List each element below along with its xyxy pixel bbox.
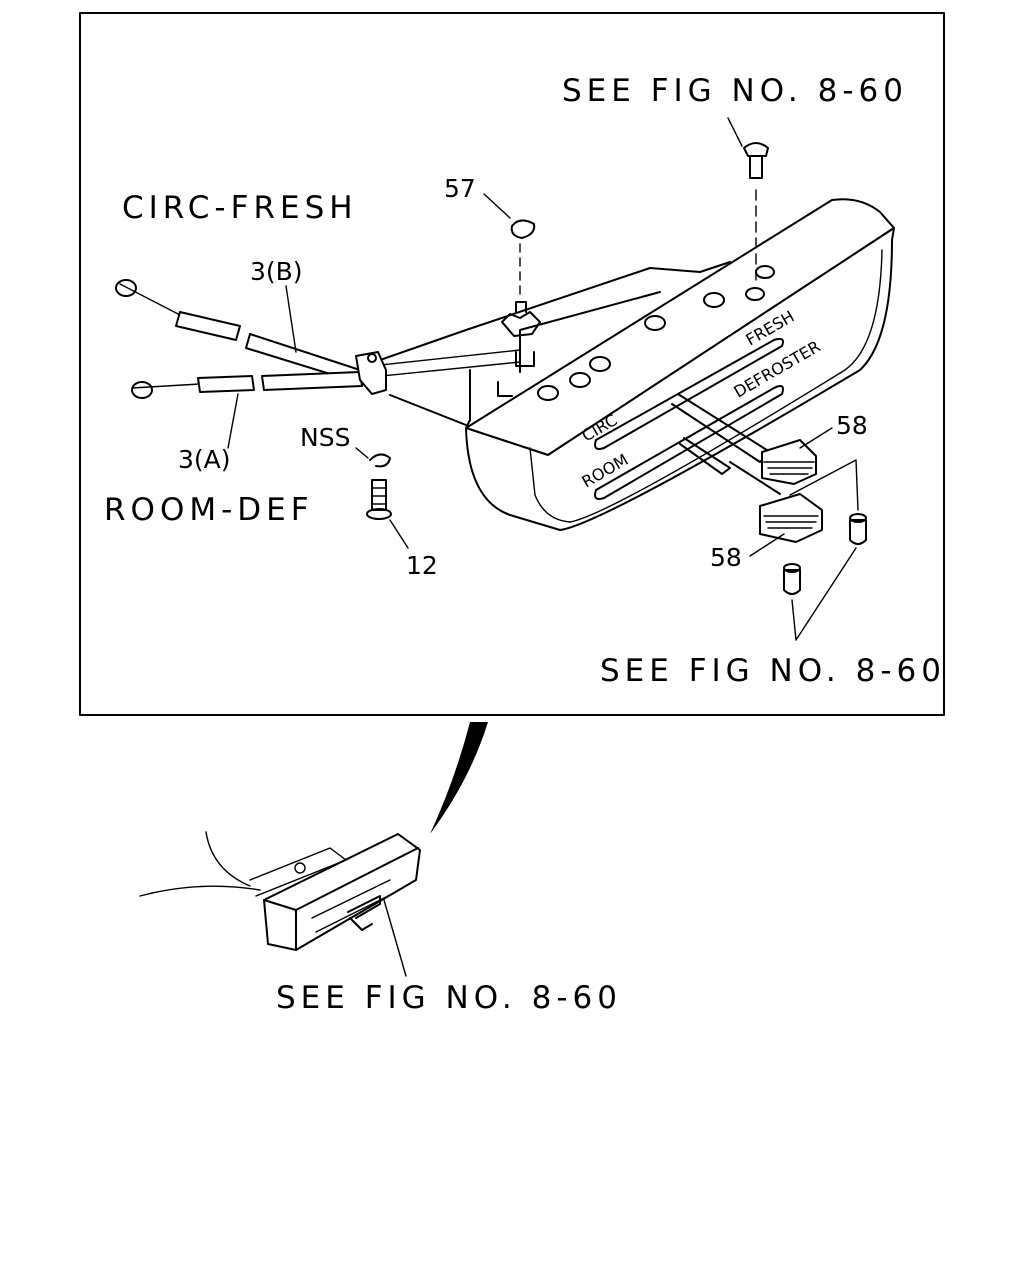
clip-57 (483, 193, 541, 337)
callout-57: 57 (444, 174, 476, 203)
callout-nss: NSS (300, 423, 350, 452)
top-screw (727, 117, 769, 285)
callout-12: 12 (406, 551, 438, 580)
knob-58-lower (759, 493, 823, 543)
leader-58-upper (799, 427, 833, 449)
knob-58-upper (761, 439, 817, 485)
callout-3b: 3(B) (250, 257, 303, 286)
detail-frame (79, 12, 945, 716)
ref-label-top: SEE FIG NO. 8-60 (562, 73, 908, 109)
ref-label-lower: SEE FIG NO. 8-60 (276, 980, 622, 1016)
nss-screw-12 (355, 447, 409, 549)
callout-58-lower: 58 (710, 543, 742, 572)
circ-fresh-label: CIRC-FRESH (122, 190, 358, 226)
leader-58-lower (749, 533, 785, 557)
cables (115, 279, 535, 449)
overview-illustration (139, 722, 488, 977)
knob-screws (783, 459, 867, 641)
control-panel (379, 198, 895, 531)
room-def-label: ROOM-DEF (104, 492, 314, 528)
callout-58-upper: 58 (836, 411, 868, 440)
ref-label-bottom-right: SEE FIG NO. 8-60 (600, 653, 946, 689)
callout-3a: 3(A) (178, 445, 231, 474)
